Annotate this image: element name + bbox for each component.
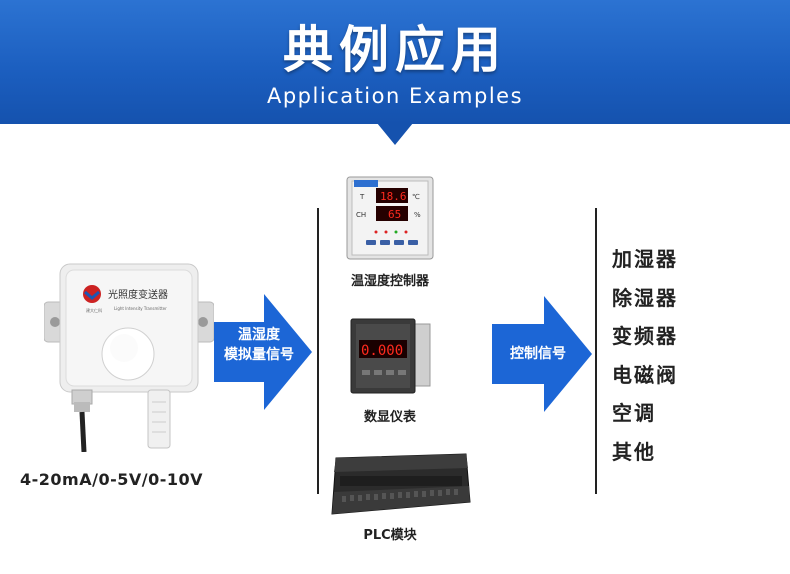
- digital-meter-label: 数显仪表: [363, 410, 416, 425]
- header-pointer: [377, 123, 413, 145]
- list-item-air-conditioner: 空调: [612, 401, 656, 425]
- controller-humidity-readout: 65: [388, 208, 401, 221]
- controller-t-tag: T: [359, 193, 365, 201]
- list-item-other: 其他: [612, 439, 656, 464]
- list-item-dehumidifier: 除湿器: [612, 285, 678, 310]
- page-title: 典例应用: [283, 21, 507, 79]
- list-item-humidifier: 加湿器: [612, 247, 678, 271]
- divider-left: [317, 208, 319, 494]
- control-signal-label: 控制信号: [510, 346, 566, 362]
- control-signal-arrow: 控制信号: [492, 296, 592, 412]
- controller-image: T CH 18.6 65 ℃ %: [346, 176, 436, 260]
- signal-range-label: 4-20mA/0-5V/0-10V: [20, 470, 203, 489]
- digital-meter-image: 0.000: [350, 318, 432, 396]
- analog-signal-line1: 温湿度: [238, 327, 280, 343]
- page-subtitle: Application Examples: [266, 84, 524, 108]
- controller-humidity-unit: %: [414, 211, 421, 219]
- controller-h-tag: CH: [356, 211, 366, 219]
- analog-signal-line2: 模拟量信号: [224, 347, 294, 363]
- sensor-panel-title: 光照度变送器: [108, 288, 168, 301]
- sensor-brand: 建大仁科: [86, 307, 102, 313]
- controller-temp-unit: ℃: [412, 193, 420, 201]
- analog-signal-arrow: 温湿度 模拟量信号: [214, 294, 312, 410]
- meter-readout: 0.000: [361, 343, 403, 359]
- controller-label: 温湿度控制器: [350, 274, 429, 289]
- sensor-panel-subtitle: Light Intensity Transmitter: [114, 306, 167, 311]
- list-item-inverter: 变频器: [612, 324, 678, 348]
- light-sensor-image: 光照度变送器 Light Intensity Transmitter 建大仁科: [43, 262, 215, 453]
- divider-right: [595, 208, 597, 494]
- header-banner: 典例应用 Application Examples: [0, 0, 790, 124]
- controller-temp-readout: 18.6: [380, 190, 407, 203]
- plc-module-label: PLC模块: [363, 528, 417, 543]
- list-item-solenoid-valve: 电磁阀: [612, 362, 678, 387]
- plc-module-image: [326, 452, 472, 518]
- controlled-devices-list: 加湿器 除湿器 变频器 电磁阀 空调 其他: [612, 244, 678, 475]
